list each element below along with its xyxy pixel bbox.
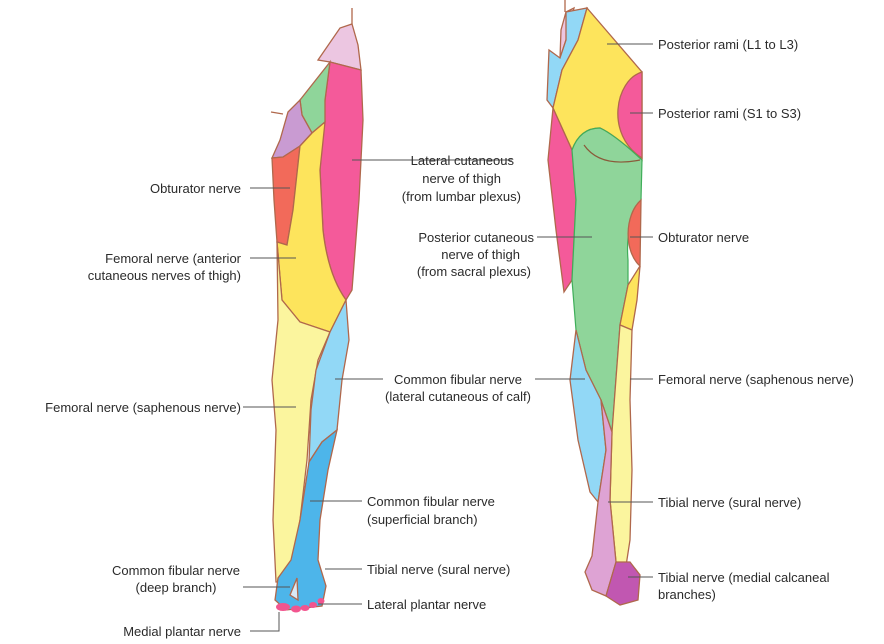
label-tibial-sural-anterior: Tibial nerve (sural nerve) (367, 562, 510, 577)
label-tibial-calcaneal: branches) (658, 587, 716, 602)
region-medial-calcaneal (605, 561, 641, 606)
label-lateral-cutaneous-thigh: (from lumbar plexus) (402, 189, 521, 204)
label-fibular-superficial: (superficial branch) (367, 512, 478, 527)
label-femoral-anterior: Femoral nerve (anterior (105, 251, 241, 266)
toe (300, 605, 310, 611)
label-lateral-plantar: Lateral plantar nerve (367, 597, 486, 612)
gluteal-fold (583, 144, 641, 163)
label-femoral-anterior: cutaneous nerves of thigh) (88, 268, 241, 283)
label-rami-l1-l3: Posterior rami (L1 to L3) (658, 37, 798, 52)
label-fibular-lateral-calf: (lateral cutaneous of calf) (385, 389, 531, 404)
anterior-leg (270, 8, 364, 613)
leader-lines (243, 43, 653, 632)
region-deep-fibular (289, 577, 299, 602)
label-fibular-deep: (deep branch) (136, 580, 217, 595)
label-tibial-sural-posterior: Tibial nerve (sural nerve) (658, 495, 801, 510)
label-fibular-superficial: Common fibular nerve (367, 494, 495, 509)
toe-lateral-plantar (317, 598, 325, 604)
posterior-leg (546, 0, 643, 606)
label-lateral-cutaneous-thigh: Lateral cutaneous (411, 153, 515, 168)
thigh-top-outline (270, 8, 353, 115)
toe (309, 602, 317, 608)
toe (291, 605, 301, 613)
region-genitofemoral (316, 23, 362, 71)
label-obturator-anterior: Obturator nerve (150, 181, 241, 196)
label-medial-plantar: Medial plantar nerve (123, 624, 241, 639)
label-femoral-saphenous-posterior: Femoral nerve (saphenous nerve) (658, 372, 854, 387)
region-rami-s1-s3 (617, 71, 643, 160)
toe-medial-plantar (276, 603, 290, 611)
label-lateral-cutaneous-thigh: nerve of thigh (422, 171, 501, 186)
labels: Obturator nerve Femoral nerve (anterior … (45, 37, 854, 639)
label-tibial-calcaneal: Tibial nerve (medial calcaneal (658, 570, 830, 585)
label-posterior-cutaneous-thigh: (from sacral plexus) (417, 264, 531, 279)
label-fibular-deep: Common fibular nerve (112, 563, 240, 578)
region-superficial-fibular (274, 428, 339, 611)
label-femoral-saphenous-anterior: Femoral nerve (saphenous nerve) (45, 400, 241, 415)
label-fibular-lateral-calf: Common fibular nerve (394, 372, 522, 387)
label-obturator-posterior: Obturator nerve (658, 230, 749, 245)
label-posterior-cutaneous-thigh: nerve of thigh (441, 247, 520, 262)
label-rami-s1-s3: Posterior rami (S1 to S3) (658, 106, 801, 121)
label-posterior-cutaneous-thigh: Posterior cutaneous (418, 230, 534, 245)
